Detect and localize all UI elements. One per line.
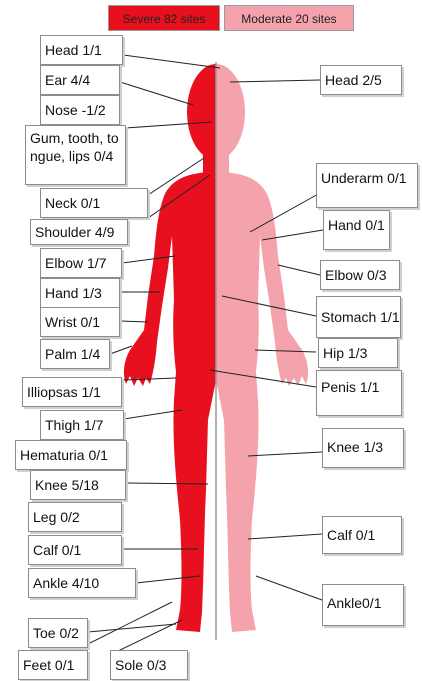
label-severe-head: Head 1/1 <box>40 35 123 65</box>
label-severe-palm: Palm 1/4 <box>40 339 110 369</box>
label-severe-sole: Sole 0/3 <box>110 650 188 680</box>
label-severe-wrist: Wrist 0/1 <box>40 307 120 337</box>
legend-severe: Severe 82 sites <box>108 5 220 31</box>
legend-moderate: Moderate 20 sites <box>224 5 354 31</box>
label-moderate-calf: Calf 0/1 <box>322 516 402 554</box>
label-severe-illiopsas: Illiopsas 1/1 <box>22 377 122 407</box>
label-moderate-elbow: Elbow 0/3 <box>320 260 400 290</box>
label-moderate-knee: Knee 1/3 <box>322 428 404 468</box>
label-severe-hematuria: Hematuria 0/1 <box>15 440 127 470</box>
label-moderate-ankle: Ankle0/1 <box>322 584 404 626</box>
label-severe-thigh: Thigh 1/7 <box>40 410 124 440</box>
label-severe-hand: Hand 1/3 <box>40 278 120 308</box>
label-severe-ankle: Ankle 4/10 <box>28 568 136 598</box>
label-moderate-head: Head 2/5 <box>320 65 402 95</box>
label-severe-leg: Leg 0/2 <box>28 502 122 532</box>
label-moderate-stomach: Stomach 1/1 <box>316 296 401 338</box>
label-severe-gum: Gum, tooth, to ngue, lips 0/4 <box>25 125 126 185</box>
label-severe-feet: Feet 0/1 <box>18 650 88 680</box>
label-severe-shoulder: Shoulder 4/9 <box>30 219 128 245</box>
label-severe-neck: Neck 0/1 <box>40 188 148 218</box>
label-severe-toe: Toe 0/2 <box>28 618 88 648</box>
label-moderate-underarm: Underarm 0/1 <box>316 163 418 208</box>
label-severe-elbow: Elbow 1/7 <box>40 248 122 278</box>
label-severe-knee: Knee 5/18 <box>30 470 126 500</box>
label-severe-nose: Nose -1/2 <box>40 95 120 125</box>
label-moderate-penis: Penis 1/1 <box>316 370 402 416</box>
label-moderate-hip: Hip 1/3 <box>318 338 398 368</box>
label-moderate-hand: Hand 0/1 <box>323 210 390 250</box>
label-severe-calf: Calf 0/1 <box>28 535 122 565</box>
label-severe-ear: Ear 4/4 <box>40 65 120 95</box>
